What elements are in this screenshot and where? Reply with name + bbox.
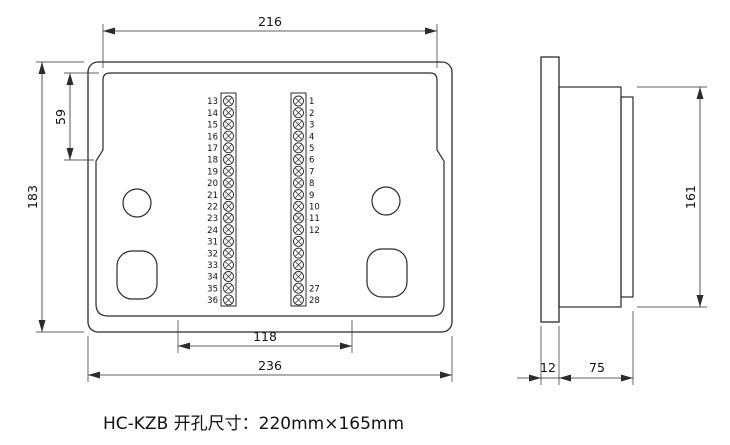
terminal-label: 16 — [207, 132, 218, 142]
slot-hole-left — [116, 250, 158, 300]
screw-slot-icon — [225, 132, 232, 140]
screw-slot-icon — [225, 179, 232, 187]
screw-slot-icon — [225, 144, 232, 152]
screw-slot-icon — [225, 214, 232, 222]
side-body — [558, 86, 622, 308]
terminal-label: 31 — [207, 238, 218, 248]
terminal-label: 17 — [207, 144, 218, 154]
terminal-label: 22 — [207, 203, 218, 213]
screw-slot-icon — [225, 97, 232, 105]
screw-slot-icon — [295, 249, 302, 257]
slot-hole-right — [366, 248, 408, 298]
screw-slot-icon — [225, 273, 232, 280]
terminal-label: 33 — [207, 261, 218, 271]
dimension-side-height: 161 — [637, 86, 707, 308]
terminal-label: 36 — [207, 296, 218, 306]
terminal-label: 12 — [309, 226, 320, 236]
screw-slot-icon — [225, 296, 232, 304]
terminal-label: 27 — [309, 284, 320, 294]
screw-slot-icon — [295, 144, 302, 152]
dimension-overall-width: 236 — [87, 336, 453, 382]
terminal-label: 3 — [309, 121, 314, 131]
screw-slot-icon — [225, 202, 232, 210]
terminal-label: 24 — [207, 226, 218, 236]
dim-label-216: 216 — [258, 14, 282, 29]
screw-slot-icon — [295, 214, 302, 222]
screw-slot-icon — [295, 191, 302, 199]
screw-slot-icon — [225, 284, 232, 292]
terminal-label: 7 — [309, 167, 314, 177]
front-case-contour — [95, 72, 445, 317]
screw-slot-icon — [295, 202, 302, 210]
terminal-label: 28 — [309, 296, 320, 306]
terminal-label: 20 — [207, 179, 218, 189]
screw-slot-icon — [295, 261, 302, 269]
terminal-label: 14 — [207, 109, 218, 119]
dim-label-59: 59 — [53, 109, 68, 125]
side-flange — [540, 56, 560, 323]
screw-slot-icon — [295, 156, 302, 163]
terminal-label: 11 — [309, 214, 320, 224]
dimension-overall-height: 183 — [25, 61, 84, 333]
screw-slot-icon — [225, 226, 232, 234]
screw-slot-icon — [225, 191, 232, 199]
terminal-label: 18 — [207, 156, 218, 166]
dim-label-236: 236 — [258, 358, 282, 373]
terminal-label: 1 — [309, 97, 314, 107]
dimension-top-width: 216 — [102, 14, 438, 68]
dimension-flange-and-depth: 12 75 — [517, 311, 634, 385]
screw-slot-icon — [225, 109, 232, 117]
screw-slot-icon — [295, 120, 302, 128]
screw-slot-icon — [295, 167, 302, 175]
terminal-label: 8 — [309, 179, 314, 189]
screw-slot-icon — [295, 273, 302, 280]
screw-slot-icon — [295, 109, 302, 117]
screw-slot-icon — [225, 249, 232, 257]
drawing-caption: HC-KZB 开孔尺寸：220mm×165mm — [103, 414, 404, 434]
dim-label-12: 12 — [540, 360, 556, 375]
dim-label-118: 118 — [253, 329, 277, 344]
terminal-label: 13 — [207, 97, 218, 107]
screw-slot-icon — [295, 284, 302, 292]
screw-slot-icon — [295, 296, 302, 304]
terminal-label: 5 — [309, 144, 314, 154]
side-terminal-block — [620, 96, 634, 298]
screw-slot-icon — [225, 237, 232, 245]
terminal-label: 4 — [309, 132, 314, 142]
terminal-label: 21 — [207, 191, 218, 201]
terminal-label: 19 — [207, 167, 218, 177]
terminal-label: 2 — [309, 109, 314, 119]
terminal-label: 35 — [207, 284, 218, 294]
dimension-terminal-span: 118 — [177, 320, 353, 353]
terminal-label: 23 — [207, 214, 218, 224]
terminal-label: 32 — [207, 249, 218, 259]
screw-slot-icon — [225, 167, 232, 175]
screw-slot-icon — [295, 132, 302, 140]
mounting-hole-right — [371, 186, 401, 216]
dim-label-161: 161 — [683, 185, 698, 209]
screw-slot-icon — [295, 237, 302, 245]
terminal-label: 6 — [309, 156, 314, 166]
terminal-label: 9 — [309, 191, 314, 201]
dim-label-75: 75 — [589, 360, 605, 375]
screw-slot-icon — [225, 156, 232, 163]
side-view — [540, 56, 634, 323]
dim-label-183: 183 — [25, 185, 40, 209]
front-outer-plate — [87, 61, 453, 333]
terminal-label: 10 — [309, 203, 320, 213]
screw-slot-icon — [225, 120, 232, 128]
screw-slot-icon — [225, 261, 232, 269]
screw-slot-icon — [295, 179, 302, 187]
mounting-hole-left — [122, 188, 152, 218]
screw-slot-icon — [295, 97, 302, 105]
terminal-label: 34 — [207, 273, 218, 283]
screw-slot-icon — [295, 226, 302, 234]
dimension-step-height: 59 — [53, 72, 99, 161]
terminal-label: 15 — [207, 121, 218, 131]
